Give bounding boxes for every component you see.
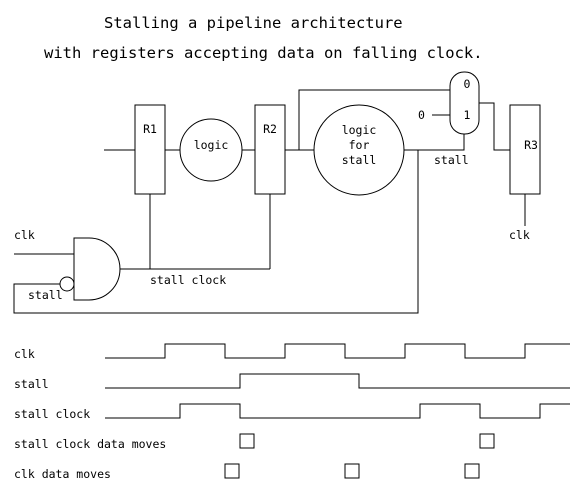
timing-label-stall-clock: stall clock [14, 407, 90, 421]
stall-signal-label: stall [434, 153, 469, 167]
stall-feedback-wire [13, 150, 419, 314]
title-line-1: Stalling a pipeline architecture [104, 14, 403, 32]
register-r3-label: R3 [524, 138, 538, 152]
stall-clock-move-mark [239, 433, 255, 449]
timing-label-stall: stall [14, 377, 49, 391]
mux-to-r3-wire [479, 102, 510, 151]
datapath: R1 logic R2 logic for stall stall 0 1 0 [13, 71, 541, 314]
timing-diagram: clk stall stall clock stall clock data m… [14, 343, 570, 481]
clk-input-label: clk [14, 228, 35, 242]
timing-wave-clk [105, 343, 570, 359]
register-r2-label: R2 [263, 122, 277, 136]
timing-wave-stall [105, 373, 570, 389]
and-gate [73, 237, 121, 301]
stall-clock-label: stall clock [150, 273, 226, 287]
stall-clock-move-mark [479, 433, 495, 449]
stall-logic-label-2: for [349, 138, 370, 152]
register-r2 [254, 104, 286, 195]
timing-wave-stall-clock [105, 403, 570, 419]
stall-logic-label-1: logic [342, 123, 377, 137]
clk-move-mark [344, 463, 360, 479]
clk-move-mark [464, 463, 480, 479]
clk-move-mark [224, 463, 240, 479]
register-r1 [134, 104, 166, 195]
stall-signal-wire [404, 134, 465, 151]
register-r3 [509, 104, 541, 195]
logic-block-label: logic [194, 138, 229, 152]
stall-logic-label-3: stall [342, 153, 377, 167]
inverter-bubble [59, 276, 75, 292]
mux-input-1-label: 1 [464, 108, 471, 122]
clock-gating: clk stall stall clock [14, 194, 271, 302]
mux-const-label: 0 [418, 108, 425, 122]
title-line-2: with registers accepting data on falling… [44, 44, 483, 62]
mux-input-0-label: 0 [464, 77, 471, 91]
r2-to-mux-0-wire [298, 89, 450, 150]
register-r1-label: R1 [143, 122, 157, 136]
timing-label-clk-moves: clk data moves [14, 467, 111, 481]
timing-label-stall-clock-moves: stall clock data moves [14, 437, 166, 451]
timing-label-clk: clk [14, 347, 35, 361]
r3-clk-label: clk [509, 228, 530, 242]
gate-stall-label: stall [28, 288, 63, 302]
